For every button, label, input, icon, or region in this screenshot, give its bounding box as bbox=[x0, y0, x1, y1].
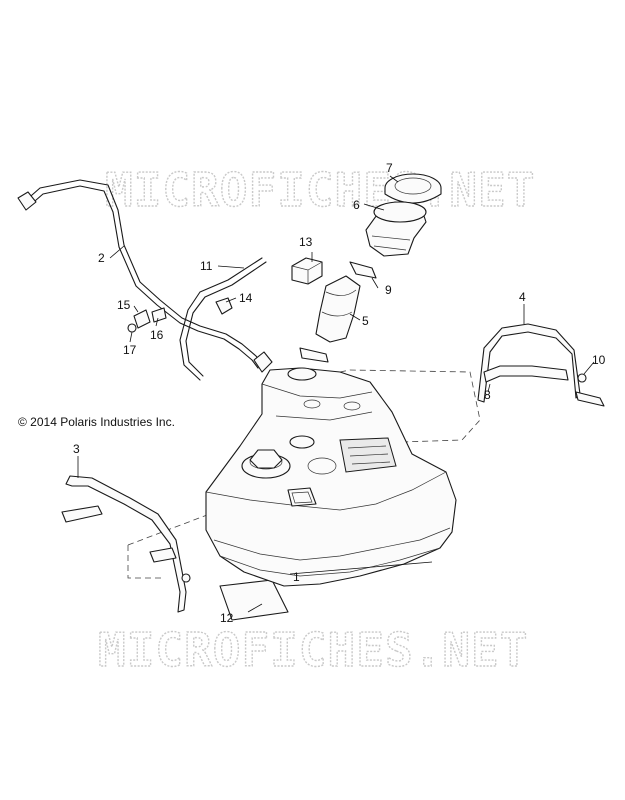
callout-6: 6 bbox=[353, 198, 360, 212]
small-clips bbox=[127, 307, 167, 333]
callout-3: 3 bbox=[73, 442, 80, 456]
strap-left bbox=[61, 475, 191, 613]
filler-neck bbox=[365, 201, 427, 257]
callout-12: 12 bbox=[220, 611, 234, 625]
callout-14: 14 bbox=[239, 291, 253, 305]
clamp bbox=[215, 297, 233, 315]
watermark-bottom: MICROFICHES.NET bbox=[98, 623, 528, 677]
hose-clamp-upper bbox=[349, 261, 377, 279]
callout-2: 2 bbox=[98, 251, 105, 265]
callout-5: 5 bbox=[362, 314, 369, 328]
callout-11: 11 bbox=[200, 259, 213, 273]
watermark-top: MICROFICHES.NET bbox=[105, 163, 535, 217]
callout-17: 17 bbox=[123, 343, 137, 357]
vent-tube bbox=[17, 179, 273, 373]
callout-4: 4 bbox=[519, 290, 526, 304]
callout-1: 1 bbox=[293, 570, 300, 584]
foam-pad bbox=[291, 257, 323, 285]
fuel-tank bbox=[205, 367, 457, 587]
leader-lines bbox=[77, 175, 595, 613]
copyright-text: © 2014 Polaris Industries Inc. bbox=[18, 415, 175, 429]
hose bbox=[179, 257, 267, 381]
callout-16: 16 bbox=[150, 328, 164, 342]
alignment-lines bbox=[127, 369, 481, 579]
callout-7: 7 bbox=[386, 161, 393, 175]
callout-10: 10 bbox=[592, 353, 606, 367]
hose-clamp-lower bbox=[299, 347, 329, 363]
warning-label bbox=[219, 579, 289, 621]
strap-right bbox=[477, 323, 605, 407]
callout-13: 13 bbox=[299, 235, 313, 249]
callout-9: 9 bbox=[385, 283, 392, 297]
filler-hose bbox=[315, 275, 361, 343]
callout-15: 15 bbox=[117, 298, 131, 312]
callout-labels: 1 2 3 4 5 6 7 8 9 10 11 12 13 14 15 16 1… bbox=[73, 161, 606, 625]
callout-8: 8 bbox=[484, 388, 491, 402]
